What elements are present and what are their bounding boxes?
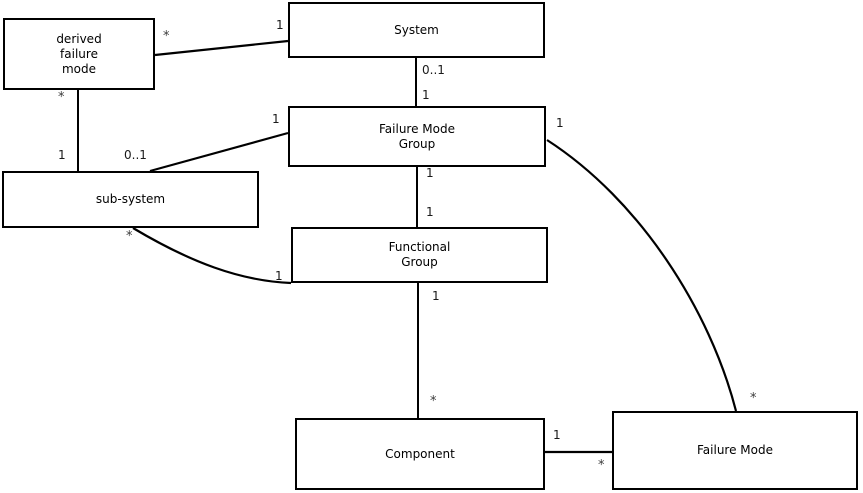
class-name-component: Component: [385, 446, 455, 461]
multiplicity-failure-mode-group-to-system: 1: [422, 88, 430, 102]
association-sub-system-to-functional-group: [132, 227, 292, 285]
multiplicity-derived-failure-mode-to-sub-system: *: [58, 90, 65, 105]
multiplicity-sub-system-to-failure-mode-group: 0..1: [124, 148, 147, 162]
class-box-component[interactable]: Component: [295, 418, 545, 490]
multiplicity-functional-group-to-component: 1: [432, 289, 440, 303]
class-name-functional-group: Functional Group: [388, 240, 451, 269]
multiplicity-failure-mode-group-to-failure-mode: 1: [556, 116, 564, 130]
multiplicity-functional-group-to-sub-system: 1: [275, 269, 283, 283]
multiplicity-sub-system-to-functional-group: *: [126, 229, 133, 244]
class-box-functional-group[interactable]: Functional Group: [291, 227, 548, 283]
multiplicity-component-to-failure-mode: 1: [553, 428, 561, 442]
multiplicity-failure-mode-group-to-sub-system: 1: [272, 112, 280, 126]
multiplicity-failure-mode-to-component: *: [598, 458, 605, 473]
multiplicity-failure-mode-to-failure-mode-group: *: [750, 391, 757, 406]
class-box-sub-system[interactable]: sub-system: [2, 171, 259, 228]
class-name-derived-failure-mode: derived failure mode: [56, 31, 102, 76]
multiplicity-failure-mode-group-to-functional-group: 1: [426, 166, 434, 180]
multiplicity-system-to-derived-failure-mode: 1: [276, 18, 284, 32]
class-box-system[interactable]: System: [288, 2, 545, 58]
multiplicity-component-to-functional-group: *: [430, 394, 437, 409]
association-failure-mode-group-to-failure-mode: [546, 139, 738, 412]
multiplicity-system-to-failure-mode-group: 0..1: [422, 63, 445, 77]
multiplicity-functional-group-to-failure-mode-group: 1: [426, 205, 434, 219]
multiplicity-derived-failure-mode-to-system: *: [163, 29, 170, 44]
class-name-system: System: [394, 22, 439, 37]
association-derived-failure-mode-to-system: [154, 39, 289, 57]
class-box-derived-failure-mode[interactable]: derived failure mode: [3, 18, 155, 90]
association-sub-system-to-failure-mode-group: [149, 131, 289, 173]
class-name-failure-mode: Failure Mode: [697, 443, 773, 457]
class-box-failure-mode-group[interactable]: Failure Mode Group: [288, 106, 546, 167]
multiplicity-sub-system-to-derived-failure-mode: 1: [58, 148, 66, 162]
class-name-failure-mode-group: Failure Mode Group: [379, 121, 455, 151]
class-box-failure-mode[interactable]: Failure Mode: [612, 411, 858, 490]
class-name-sub-system: sub-system: [95, 192, 166, 206]
